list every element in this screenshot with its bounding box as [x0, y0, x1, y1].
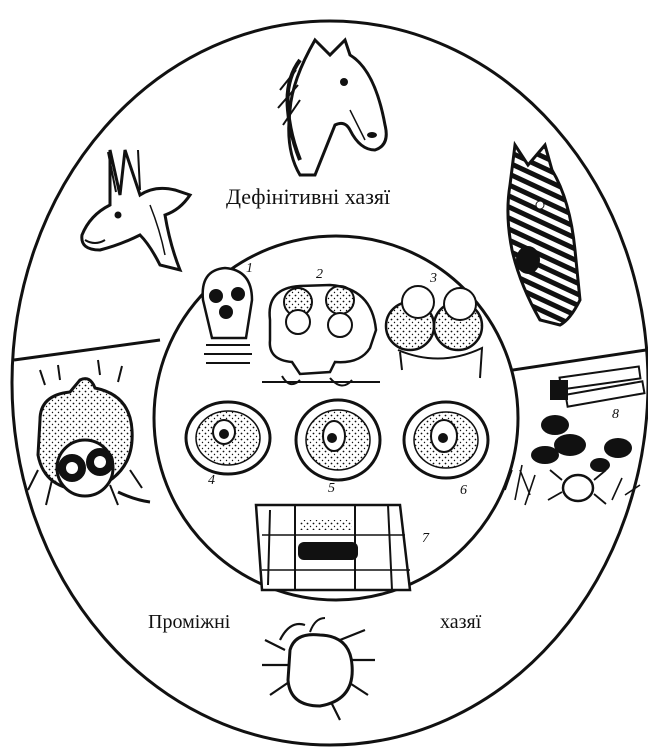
stage-5-egg-icon [296, 400, 380, 480]
stage-number-5: 5 [328, 481, 335, 496]
stage-number-2: 2 [316, 267, 323, 282]
stage-6-egg-icon [404, 402, 488, 478]
stage-number-4: 4 [208, 473, 215, 488]
stage-number-1: 1 [246, 261, 253, 276]
stage-7-proglottid-icon [256, 505, 410, 590]
intermediate-hosts-label-right: хазяї [440, 611, 482, 633]
stage-number-6: 6 [460, 483, 467, 498]
definitive-hosts-label: Дефінітивні хазяї [226, 184, 391, 209]
stage-4-egg-icon [186, 402, 270, 474]
stage-number-3: 3 [429, 271, 437, 286]
stage-number-8: 8 [612, 407, 619, 422]
intermediate-hosts-label-left: Проміжні [148, 611, 231, 633]
stage-number-7: 7 [422, 531, 430, 546]
